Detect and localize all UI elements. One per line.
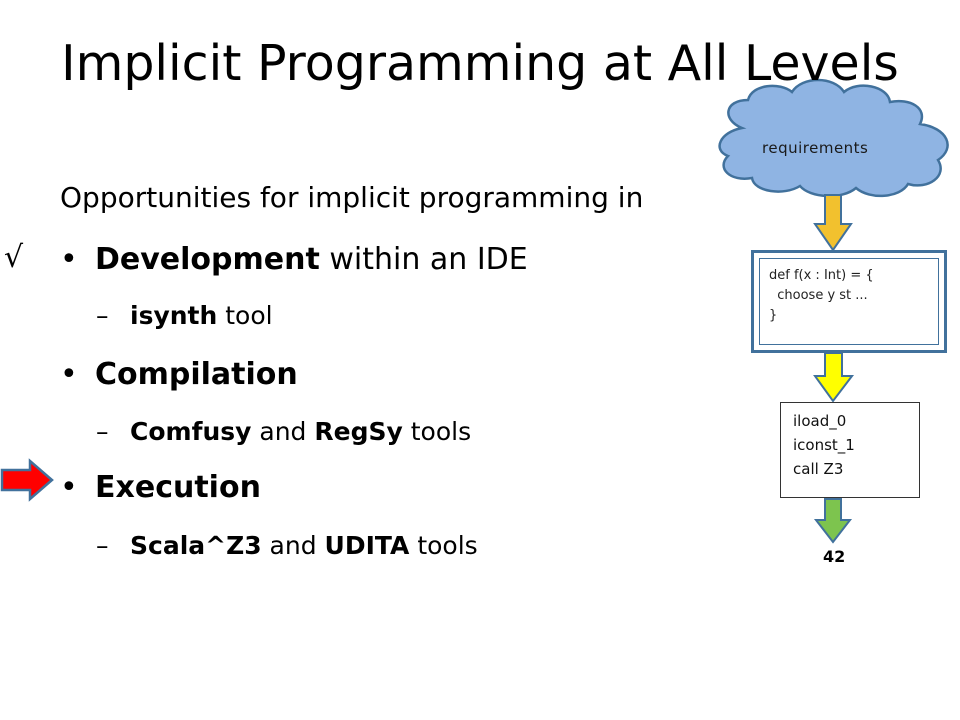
bullet-rest: within an IDE: [319, 242, 528, 277]
slide-title: Implicit Programming at All Levels: [61, 35, 899, 92]
right-arrow-icon: [0, 458, 54, 502]
flow-arrow-icon: [813, 352, 855, 403]
source-code-box: def f(x : Int) = { choose y st ... }: [751, 250, 947, 353]
sub-dash: –: [96, 531, 109, 560]
result-value: 42: [823, 547, 846, 566]
intro-text: Opportunities for implicit programming i…: [60, 181, 644, 214]
cloud-icon: [718, 78, 949, 198]
bytecode-box: iload_0 iconst_1 call Z3: [780, 402, 920, 498]
sub-text: tools: [402, 417, 472, 446]
flow-arrow-icon: [813, 194, 853, 252]
tool-name: Scala^Z3: [130, 531, 262, 560]
bullet-heading: Compilation: [95, 357, 298, 392]
sub-text: and: [261, 531, 325, 560]
requirements-label: requirements: [762, 139, 869, 157]
bullet-heading: Execution: [95, 470, 261, 505]
source-code-inner-border: [759, 258, 939, 345]
tool-name: Comfusy: [130, 417, 252, 446]
sub-text: tool: [217, 301, 273, 330]
bullet-dot: •: [60, 357, 78, 392]
flow-arrow-icon: [813, 498, 853, 544]
tool-name: UDITA: [324, 531, 410, 560]
source-code-text: def f(x : Int) = { choose y st ... }: [769, 268, 874, 323]
sub-dash: –: [96, 417, 109, 446]
tool-name: RegSy: [314, 417, 403, 446]
bullet-dot: •: [60, 242, 78, 277]
sub-dash: –: [96, 301, 109, 330]
bytecode-text: iload_0 iconst_1 call Z3: [793, 412, 855, 478]
tool-name: isynth: [130, 301, 218, 330]
checkmark-icon: √: [4, 240, 24, 275]
sub-text: and: [251, 417, 315, 446]
bullet-dot: •: [60, 470, 78, 505]
sub-text: tools: [409, 531, 478, 560]
bullet-heading: Development: [95, 242, 320, 277]
